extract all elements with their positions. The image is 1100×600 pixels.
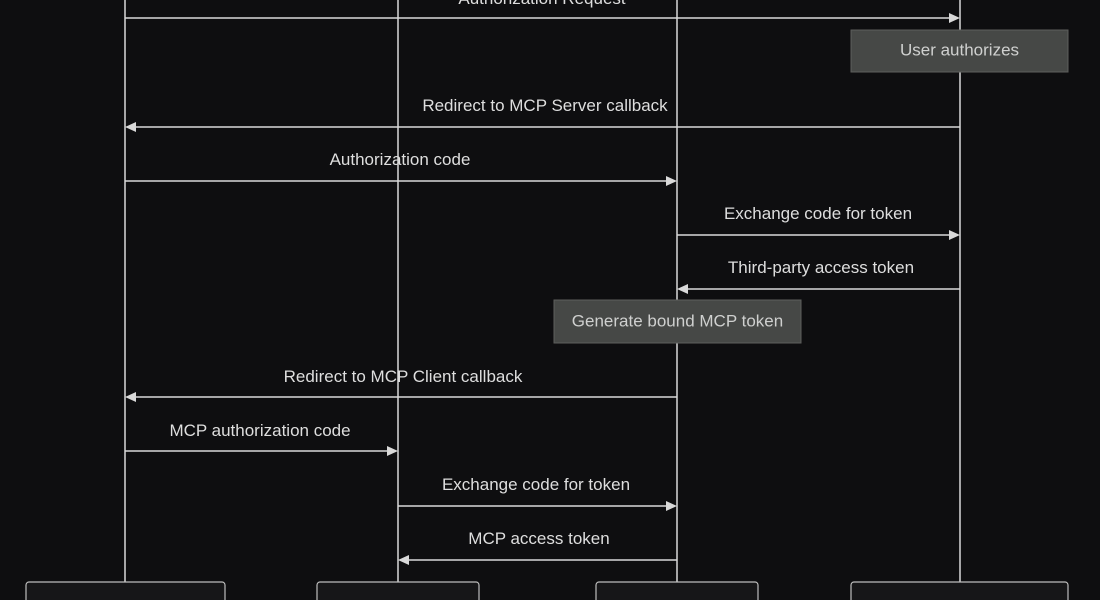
arrowhead [125, 122, 136, 132]
note-box [850, 29, 1069, 73]
note-box [553, 299, 802, 344]
message-exchange-code-mcp: Exchange code for token [398, 475, 677, 511]
arrowhead [387, 446, 398, 456]
note-user-authorizes: User authorizes [850, 29, 1069, 73]
note-generate-bound-token: Generate bound MCP token [553, 299, 802, 344]
message-exchange-code-server: Exchange code for token [677, 204, 960, 240]
message-label: Exchange code for token [442, 475, 630, 494]
actor-box-mcpclient [316, 581, 480, 600]
message-label: Authorization code [330, 150, 471, 169]
message-label: MCP access token [468, 529, 609, 548]
actor-box-thirdparty [850, 581, 1069, 600]
message-label: Third-party access token [728, 258, 914, 277]
message-authorization-request: Authorization Request [125, 0, 960, 23]
arrowhead [677, 284, 688, 294]
message-label: Redirect to MCP Client callback [284, 367, 523, 386]
arrowhead [949, 13, 960, 23]
message-mcp-authorization-code: MCP authorization code [125, 421, 398, 456]
lifelines [124, 0, 961, 582]
note-text: User authorizes [900, 40, 1019, 59]
actor-boxes [25, 581, 1069, 600]
note-text: Generate bound MCP token [572, 311, 783, 330]
arrowhead [125, 392, 136, 402]
arrowhead [666, 176, 677, 186]
message-authorization-code: Authorization code [125, 150, 677, 186]
actor-box-server [595, 581, 759, 600]
arrowhead [949, 230, 960, 240]
message-redirect-server-callback: Redirect to MCP Server callback [125, 96, 960, 132]
message-mcp-access-token: MCP access token [398, 529, 677, 565]
message-label: Authorization Request [458, 0, 626, 8]
message-redirect-client-callback: Redirect to MCP Client callback [125, 367, 677, 402]
arrowhead [398, 555, 409, 565]
message-label: Redirect to MCP Server callback [422, 96, 668, 115]
message-third-party-token: Third-party access token [677, 258, 960, 294]
arrowhead [666, 501, 677, 511]
actor-box-client [25, 581, 226, 600]
message-label: MCP authorization code [169, 421, 350, 440]
message-label: Exchange code for token [724, 204, 912, 223]
